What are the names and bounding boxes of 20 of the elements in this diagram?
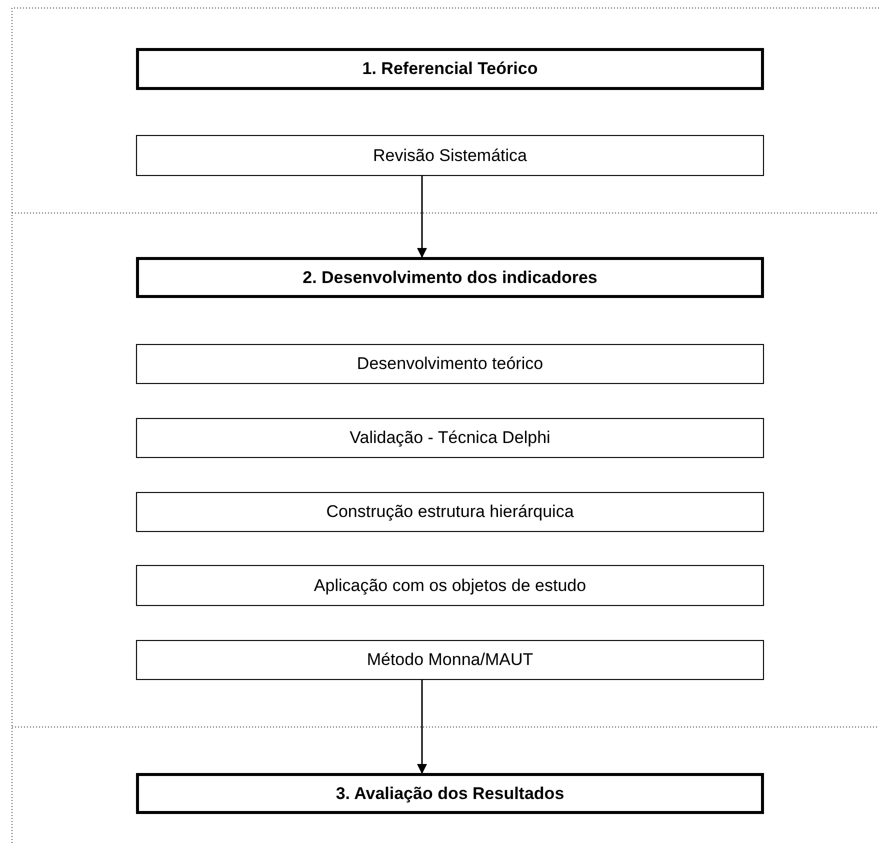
phase-box (136, 48, 764, 90)
step-box (136, 135, 764, 176)
step-label: Desenvolvimento teórico (356, 354, 544, 374)
step-label: Aplicação com os objetos de estudo (314, 576, 586, 596)
step-box (136, 640, 764, 680)
phase-box (136, 257, 764, 298)
step-box (136, 492, 764, 532)
step-label: Validação - Técnica Delphi (350, 428, 550, 448)
phase-title: 2. Desenvolvimento dos indicadores (302, 268, 598, 288)
step-box (136, 344, 764, 384)
phase-title: 3. Avaliação dos Resultados (336, 784, 564, 804)
arrow (417, 680, 427, 774)
step-label: Revisão Sistemática (372, 146, 527, 166)
phase-box (136, 773, 764, 814)
arrow (417, 176, 427, 258)
step-box (136, 565, 764, 606)
phase-title: 1. Referencial Teórico (362, 59, 538, 79)
step-label: Construção estrutura hierárquica (326, 502, 574, 522)
step-label: Método Monna/MAUT (366, 650, 534, 670)
step-box (136, 418, 764, 458)
